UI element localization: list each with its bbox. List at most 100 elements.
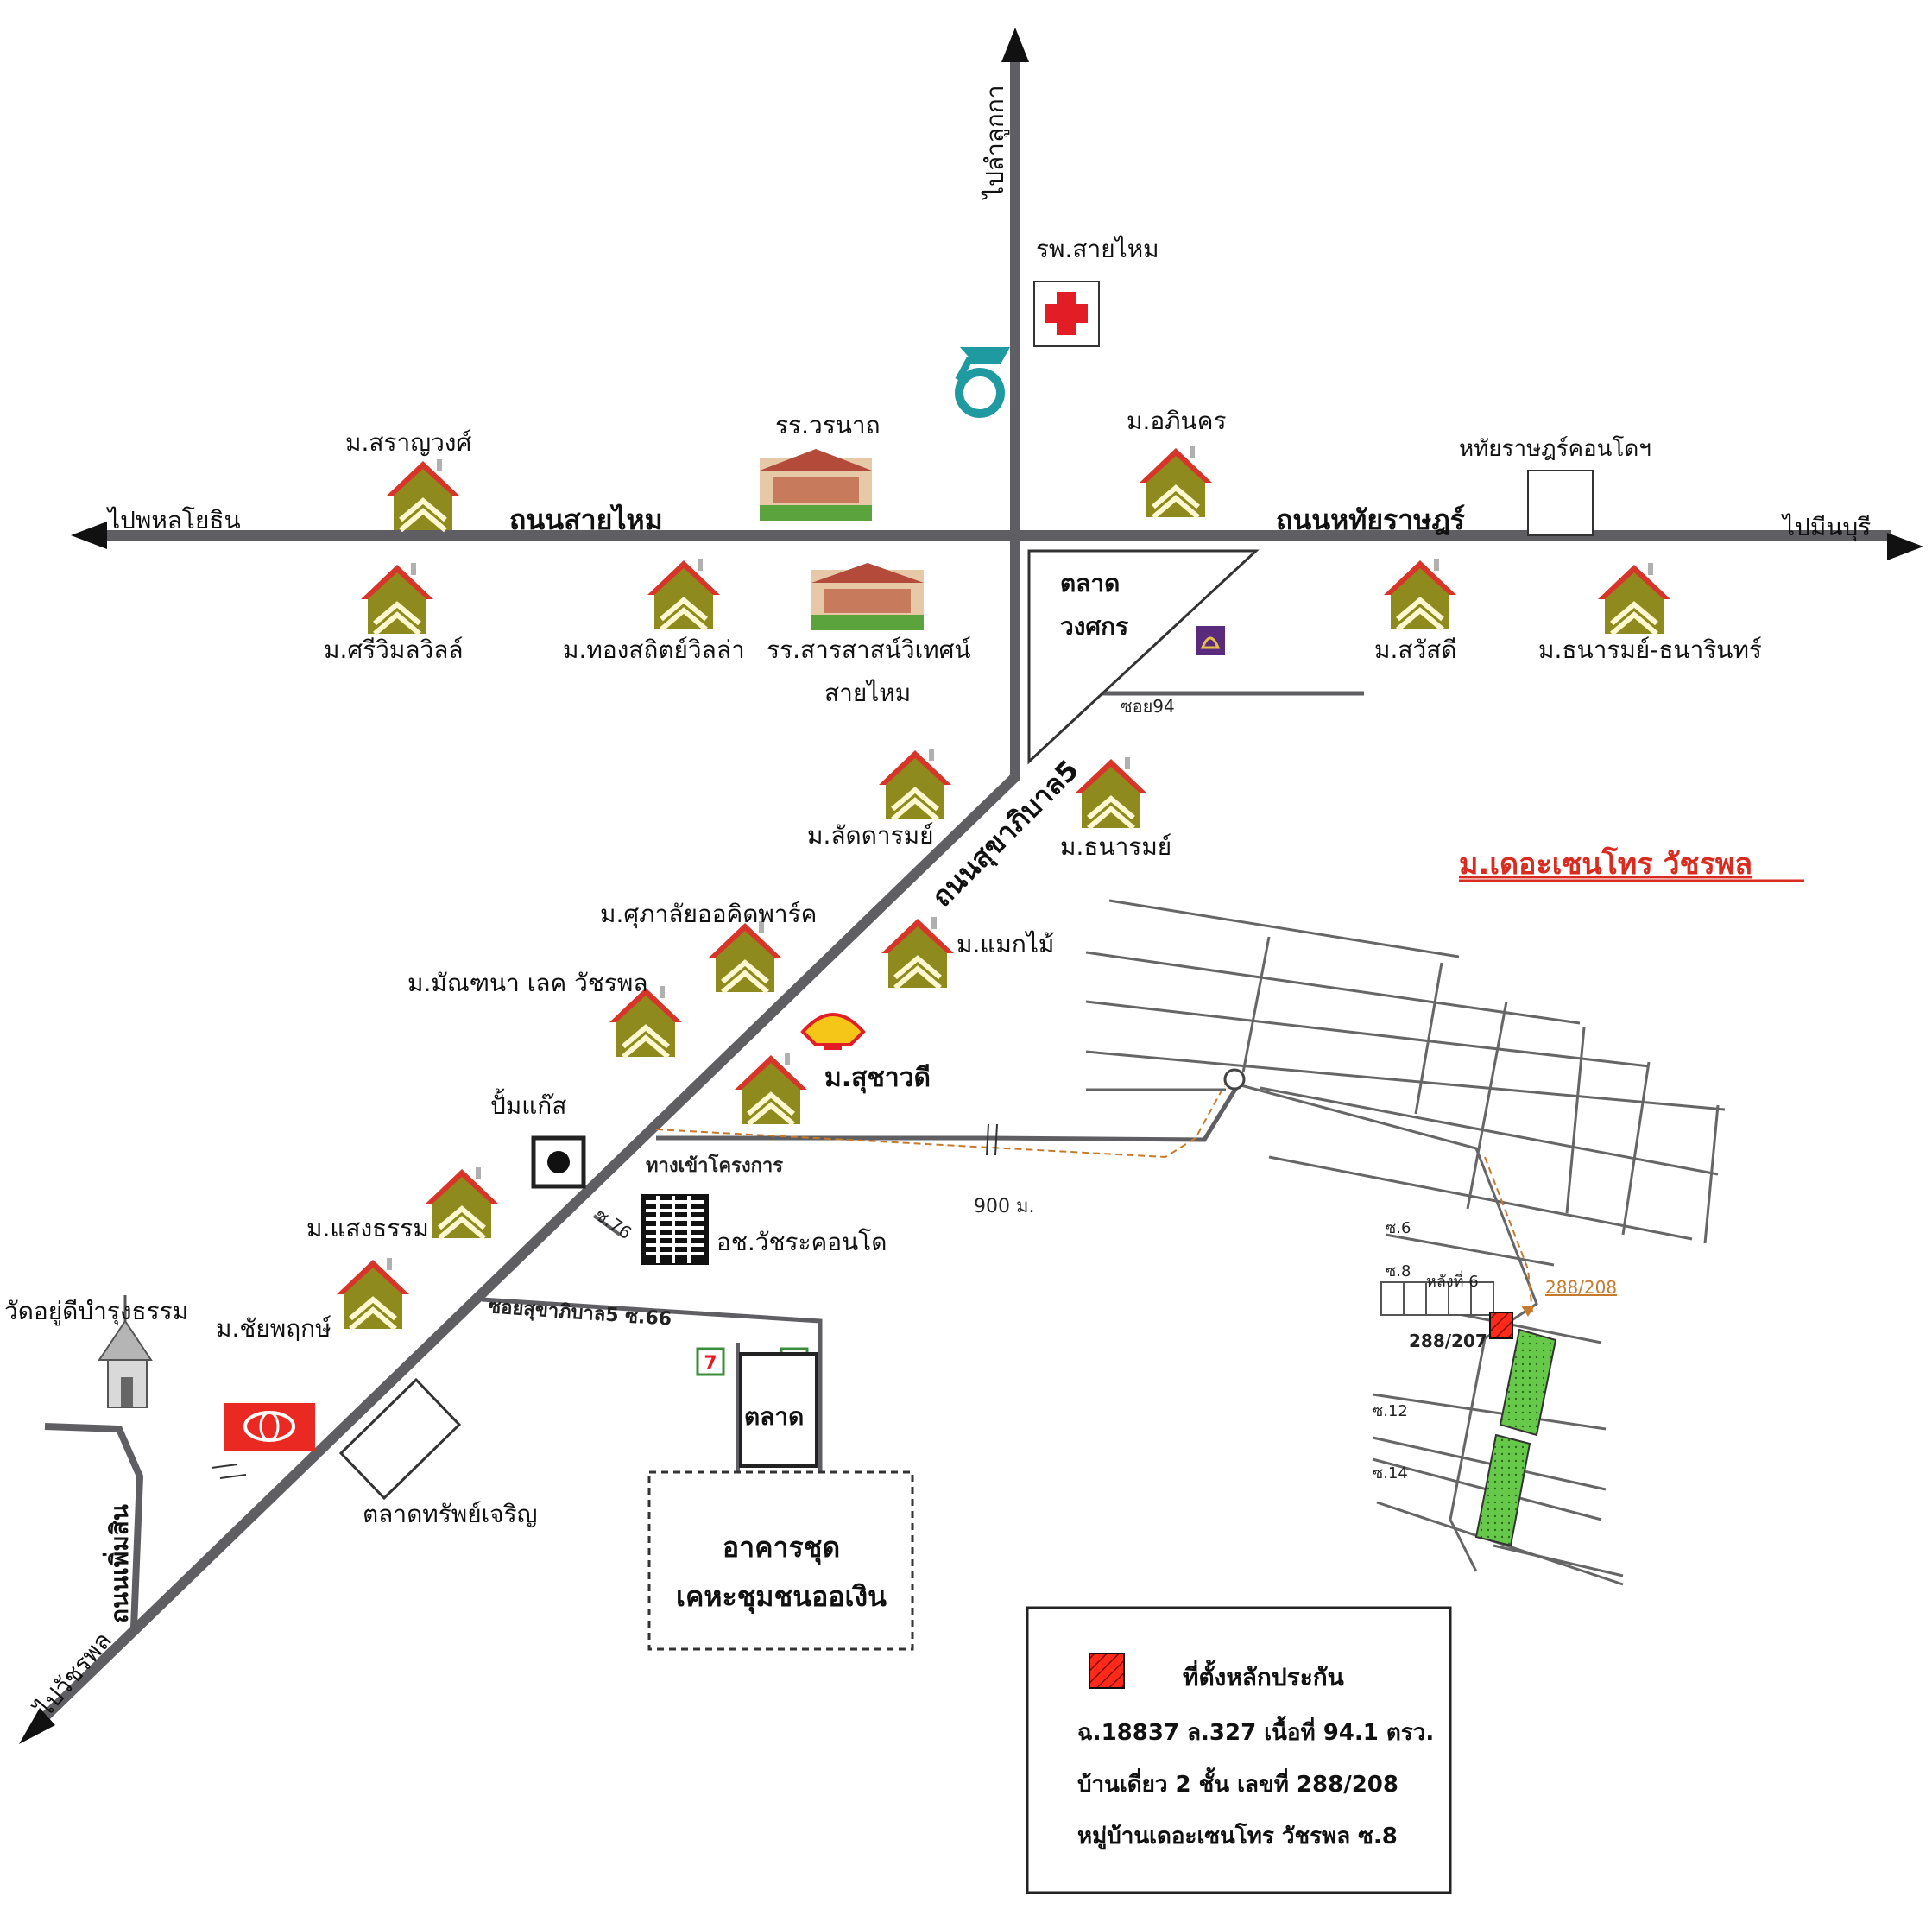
village-label: ม.สราญวงศ์ (345, 428, 471, 457)
hathai-condo-label: หทัยราษฎร์คอนโดฯ (1459, 435, 1651, 462)
park-area (1499, 1328, 1557, 1437)
road-break-mark (219, 1474, 247, 1479)
west-destination-label: ไปพหลโยธิน (106, 506, 241, 534)
road-break-mark (986, 1123, 989, 1156)
roundabout-icon (1223, 1068, 1246, 1091)
soi14-label: ซ.14 (1373, 1464, 1408, 1483)
legend-box (1026, 1606, 1452, 1894)
seven-eleven-icon (696, 1347, 725, 1376)
watchara-condo-label: อช.วัชระคอนโด (717, 1228, 887, 1256)
legend-line-3: หมู่บ้านเดอะเซนโทร วัชรพล ซ.8 (1077, 1822, 1398, 1850)
housing-label-2: เคหะชุมชนออเงิน (676, 1580, 887, 1615)
sai-mai-road-label: ถนนสายไหม (509, 503, 663, 536)
inset-house-row (1380, 1281, 1494, 1316)
village-icon (735, 1053, 807, 1124)
sap-charoen-market-label: ตลาดทรัพย์เจริญ (363, 1500, 537, 1528)
west-arrow-icon (71, 522, 107, 549)
village-label: ม.ลัดดารมย์ (807, 821, 934, 850)
village-label: ม.สุชาวดี (824, 1063, 931, 1094)
school-saraswit-icon (811, 563, 924, 630)
legend-line-1: ฉ.18837 ล.327 เนื้อที่ 94.1 ตรว. (1077, 1715, 1434, 1746)
legend-line-2: บ้านเดี่ยว 2 ชั้น เลขที่ 288/208 (1077, 1767, 1398, 1798)
toyota-icon (224, 1403, 315, 1451)
village-label: ม.แสงธรรม (306, 1214, 429, 1242)
village-icon (1384, 559, 1456, 629)
legend-collateral-swatch (1089, 1653, 1125, 1689)
gas-station-dot-icon (547, 1151, 570, 1173)
east-arrow-icon (1887, 533, 1923, 560)
soi94-label: ซอย94 (1121, 696, 1175, 717)
school-woranat-icon (760, 449, 872, 521)
inset-title: ม.เดอะเซนโทร วัชรพล (1459, 846, 1752, 882)
project-entrance-label: ทางเข้าโครงการ (646, 1154, 783, 1177)
addr-208-label: 288/208 (1545, 1277, 1617, 1298)
school-saraswit-label-2: สายไหม (824, 679, 911, 707)
road-break-mark (994, 1123, 998, 1156)
soi76-label: ซ.76 (591, 1204, 635, 1243)
addr-207-label: 288/207 (1409, 1331, 1487, 1351)
hathai-rat-road-label: ถนนหทัยราษฎร์ (1276, 503, 1465, 536)
east-destination-label: ไปมีนบุรี (1781, 513, 1871, 542)
village-icon (1140, 446, 1212, 517)
temple-label: วัดอยู่ดีบำรุงธรรม (4, 1297, 188, 1326)
village-label: ม.สวัสดี (1374, 635, 1456, 664)
watchara-condo-icon (641, 1194, 709, 1265)
petronas-icon (955, 347, 1010, 418)
housing-area (647, 1470, 914, 1651)
village-label: ม.ชัยพฤกษ์ (216, 1314, 331, 1343)
park-area (1474, 1433, 1531, 1547)
bank-icon (1196, 626, 1225, 655)
southwest-destination-label: ไปวัชรพล (29, 1626, 117, 1723)
village-label: ม.มัณฑนา เลค วัชรพล (407, 969, 648, 997)
village-label: ม.ศุภาลัยออคิดพาร์ค (600, 900, 817, 929)
route-to-collateral (1484, 1156, 1533, 1313)
soi6-label: ซ.6 (1386, 1219, 1411, 1237)
legend-title: ที่ตั้งหลักประกัน (1183, 1659, 1344, 1691)
bank-logo-icon (1200, 636, 1221, 649)
village-icon (647, 559, 720, 629)
sukhaphiban5-road (30, 773, 1020, 1731)
southwest-arrow-icon (19, 1708, 55, 1744)
toyota-logo-icon (259, 1411, 280, 1442)
village-icon (361, 563, 433, 634)
north-destination-label: ไปลำลูกกา (981, 85, 1010, 200)
phoem-sin-road-label: ถนนเพิ่มสิน (102, 1504, 134, 1623)
village-label: ม.แมกไม้ (957, 930, 1054, 958)
hathai-condo-icon (1527, 470, 1594, 536)
shell-icon (800, 1013, 866, 1050)
school-woranat-label: รร.วรนาถ (775, 411, 881, 439)
seven-eleven-logo-icon: 7 (704, 1353, 717, 1375)
soi8-label: ซ.8 (1386, 1262, 1411, 1280)
market-label: ตลาด (744, 1402, 804, 1431)
sap-charoen-market-area (338, 1377, 462, 1501)
village-icon (881, 917, 954, 988)
village-icon (709, 921, 781, 992)
soi66-label: ซอยสุขาภิบาล5 ซ.66 (488, 1296, 672, 1331)
phoem-sin-road (44, 1423, 144, 1628)
market-area (739, 1352, 818, 1468)
village-label: ม.ทองสถิตย์วิลล่า (563, 635, 745, 664)
wongsakorn-market-label-1: ตลาด (1060, 569, 1120, 597)
wongsakorn-market-area (1027, 549, 1260, 765)
village-icon (426, 1167, 498, 1238)
soi66-road (481, 1297, 823, 1475)
temple-icon (98, 1295, 153, 1408)
distance-label: 900 ม. (974, 1196, 1034, 1217)
village-label: ม.ธนารมย์-ธนารินทร์ (1538, 635, 1762, 664)
village-label: ม.ศรีวิมลวิลล์ (324, 635, 464, 664)
village-icon (879, 749, 951, 819)
gas-station-label: ปั้มแก๊ส (490, 1088, 566, 1120)
village-label: ม.อภินคร (1127, 407, 1227, 435)
hospital-cross-icon (1045, 304, 1088, 323)
hospital-label: รพ.สายไหม (1036, 235, 1159, 263)
house-no6-label: หลังที่ 6 (1426, 1270, 1479, 1291)
village-icon (1598, 563, 1670, 634)
school-saraswit-label: รร.สารสาสน์วิเทศน์ (767, 635, 971, 664)
village-icon (337, 1258, 409, 1329)
route-arrow-icon (1521, 1306, 1535, 1317)
wongsakorn-market-label-2: วงศกร (1060, 612, 1128, 641)
soi12-label: ซ.12 (1373, 1402, 1408, 1420)
road-break-mark (211, 1464, 238, 1469)
village-icon (387, 459, 459, 530)
